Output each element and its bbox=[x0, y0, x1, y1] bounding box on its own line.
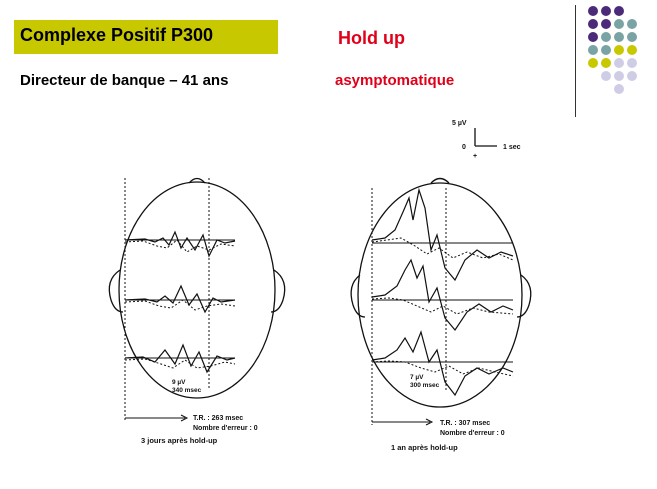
right-head-traces bbox=[371, 187, 514, 397]
decorative-dot bbox=[627, 58, 637, 68]
scale-zero: 0 bbox=[462, 144, 466, 151]
left-caption: 3 jours après hold-up bbox=[141, 436, 218, 445]
decorative-dot bbox=[601, 6, 611, 16]
decorative-dot bbox=[614, 32, 624, 42]
hold-up-label: Hold up bbox=[338, 28, 405, 48]
left-head: 9 µV 340 msec T.R. : 263 msec Nombre d'e… bbox=[108, 177, 286, 445]
decorative-dot bbox=[588, 6, 598, 16]
decorative-dot bbox=[601, 19, 611, 29]
scale-bar: 5 µV 0 + 1 sec bbox=[452, 120, 521, 160]
decorative-dot bbox=[614, 45, 624, 55]
right-amplitude: 7 µV bbox=[410, 374, 424, 381]
decorative-dot bbox=[588, 19, 598, 29]
decorative-dot bbox=[601, 32, 611, 42]
status-label: asymptomatique bbox=[335, 72, 455, 89]
right-head-nose bbox=[430, 177, 450, 184]
left-amplitude: 9 µV bbox=[172, 379, 186, 386]
slide-subtitle: Directeur de banque – 41 ans bbox=[20, 72, 229, 89]
scale-amplitude: 5 µV bbox=[452, 120, 467, 127]
decorative-dot bbox=[627, 32, 637, 42]
right-head-right-ear bbox=[516, 274, 532, 318]
left-errors: Nombre d'erreur : 0 bbox=[193, 425, 258, 432]
decorative-dot bbox=[588, 32, 598, 42]
decorative-dot bbox=[601, 71, 611, 81]
decorative-dot bbox=[627, 45, 637, 55]
slide-title: Complexe Positif P300 bbox=[20, 25, 214, 45]
right-latency: 300 msec bbox=[410, 382, 440, 389]
decorative-dot bbox=[614, 19, 624, 29]
left-tr: T.R. : 263 msec bbox=[193, 415, 243, 422]
right-ear-left-head bbox=[270, 269, 286, 313]
decorative-dot bbox=[588, 58, 598, 68]
scale-plus: + bbox=[473, 153, 477, 160]
decorative-dot bbox=[601, 45, 611, 55]
decorative-dot bbox=[588, 45, 598, 55]
decorative-dot bbox=[627, 19, 637, 29]
left-head-ear bbox=[108, 269, 124, 313]
decorative-dot bbox=[614, 71, 624, 81]
scale-time: 1 sec bbox=[503, 144, 521, 151]
title-box: Complexe Positif P300 bbox=[14, 20, 278, 54]
p300-figure: 5 µV 0 + 1 sec 9 µV 340 msec T.R. : 263 … bbox=[108, 120, 532, 452]
decorative-divider bbox=[575, 5, 576, 117]
decorative-dot bbox=[627, 71, 637, 81]
right-tr: T.R. : 307 msec bbox=[440, 420, 490, 427]
decorative-dot-grid bbox=[588, 6, 654, 106]
left-latency: 340 msec bbox=[172, 387, 202, 394]
right-head: 7 µV 300 msec T.R. : 307 msec Nombre d'e… bbox=[350, 177, 532, 452]
left-head-traces bbox=[124, 230, 236, 374]
right-head-left-ear bbox=[350, 274, 366, 318]
right-head-outline bbox=[357, 182, 523, 408]
decorative-dot bbox=[614, 84, 624, 94]
right-errors: Nombre d'erreur : 0 bbox=[440, 430, 505, 437]
left-head-outline bbox=[118, 181, 276, 399]
right-caption: 1 an après hold-up bbox=[391, 443, 458, 452]
decorative-dot bbox=[614, 58, 624, 68]
decorative-dot bbox=[601, 58, 611, 68]
left-head-nose bbox=[188, 177, 206, 184]
decorative-dot bbox=[614, 6, 624, 16]
